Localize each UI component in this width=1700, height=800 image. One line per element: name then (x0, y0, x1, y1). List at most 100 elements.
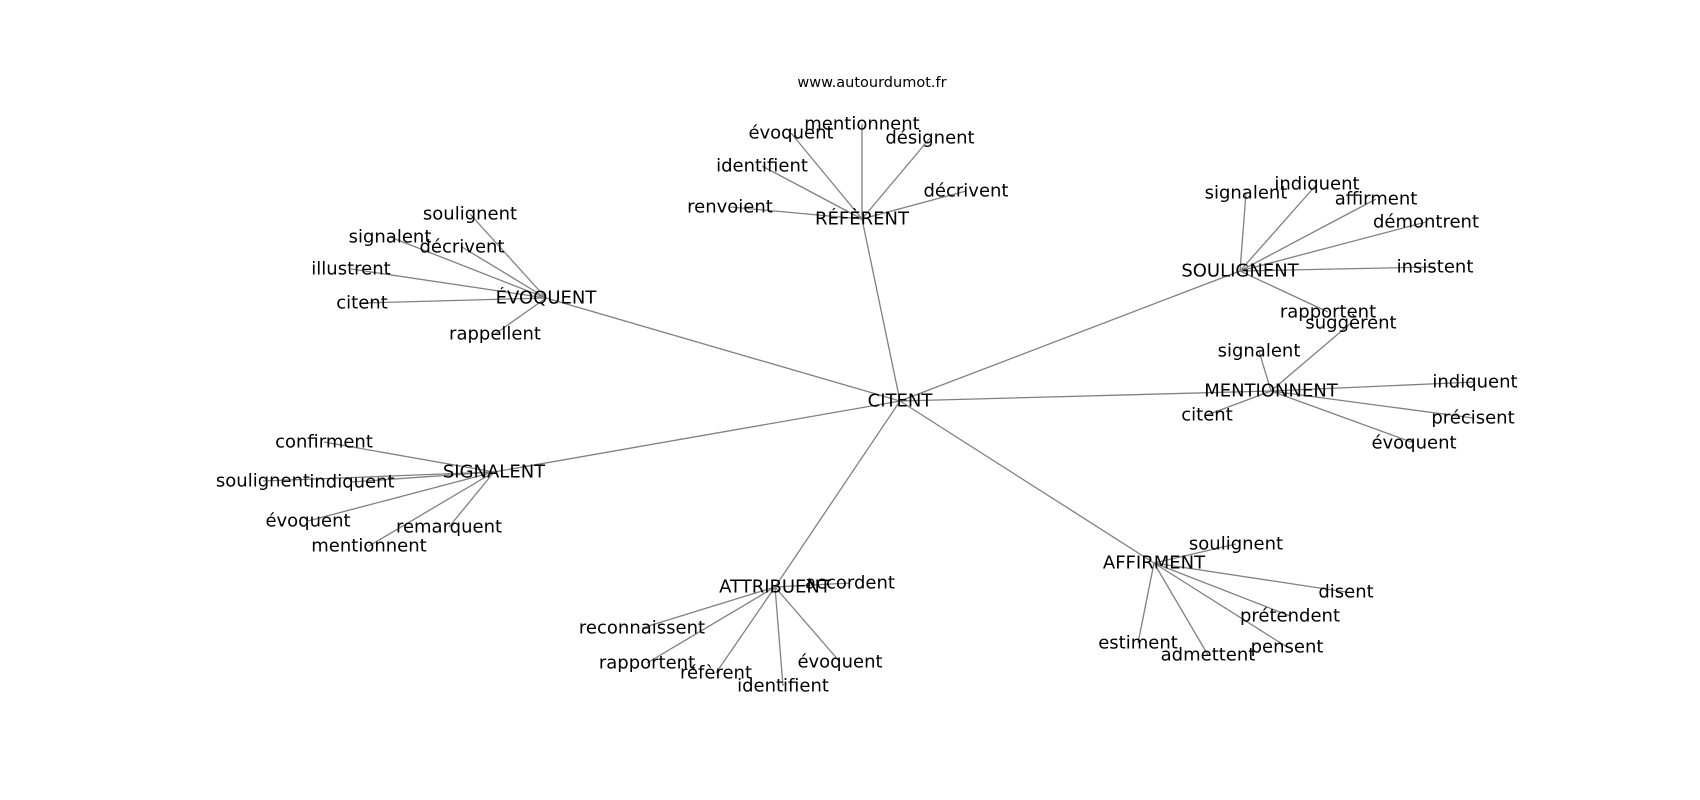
node-leaf: citent (1181, 405, 1233, 426)
edge-hub-leaf (1270, 390, 1415, 444)
edge-root-hub (545, 297, 901, 402)
node-leaf: soulignent (1189, 534, 1283, 555)
node-leaf: admettent (1161, 645, 1256, 666)
edge-hub-leaf (262, 471, 495, 482)
node-leaf: indiquent (1432, 372, 1517, 393)
edge-hub-leaf (469, 213, 547, 299)
edge-root-hub (861, 218, 901, 402)
node-hub: MENTIONNENT (1204, 381, 1339, 402)
edge-hub-leaf (646, 586, 776, 664)
edge-hub-leaf (761, 165, 863, 220)
node-leaf: soulignent (423, 204, 517, 225)
node-leaf: évoquent (748, 123, 833, 144)
node-leaf: soulignent (216, 471, 310, 492)
edge-hub-leaf (1270, 390, 1474, 419)
edge-hub-leaf (1239, 221, 1427, 272)
node-leaf: signalent (1205, 183, 1288, 204)
edge-hub-leaf (1137, 562, 1155, 644)
edge-hub-leaf (368, 471, 495, 547)
node-hub: RÉFÈRENT (815, 208, 910, 230)
edge-hub-leaf (774, 582, 851, 588)
node-leaf: mentionnent (804, 114, 919, 135)
node-root: CITENT (868, 391, 934, 412)
edge-hub-leaf (448, 471, 495, 528)
node-leaf: rapportent (599, 653, 695, 674)
node-hub: SIGNALENT (443, 462, 546, 483)
edge-hub-leaf (774, 586, 841, 663)
node-leaf: évoquent (797, 652, 882, 673)
node-leaf: renvoient (687, 197, 773, 218)
edge-root-hub (899, 400, 1155, 564)
node-leaf: évoquent (1371, 433, 1456, 454)
node-leaf: pensent (1251, 637, 1324, 658)
edge-hub-leaf (389, 236, 547, 299)
edge-hub-leaf (715, 586, 776, 674)
graph-labels: www.autourdumot.fr CITENT RÉFÈRENT évoquen… (216, 75, 1518, 697)
edge-hub-leaf (1239, 192, 1247, 272)
edge-hub-leaf (1258, 350, 1272, 392)
node-leaf: insistent (1397, 257, 1474, 278)
edge-hub-leaf (1239, 198, 1377, 272)
node-leaf: signalent (1218, 341, 1301, 362)
edge-hub-leaf (461, 246, 547, 299)
node-leaf: réfèrent (680, 663, 752, 684)
edge-hub-leaf (1153, 562, 1288, 648)
node-leaf: disent (1318, 582, 1373, 603)
edge-root-hub (899, 390, 1272, 402)
node-leaf: illustrent (311, 259, 390, 280)
edge-hub-leaf (351, 471, 495, 483)
edge-hub-leaf (350, 268, 547, 299)
node-leaf: prétendent (1240, 606, 1340, 627)
node-hub: AFFIRMENT (1103, 553, 1206, 574)
edge-hub-leaf (307, 471, 495, 522)
node-hub: ÉVOQUENT (496, 287, 598, 309)
edge-hub-leaf (1270, 322, 1352, 392)
node-hub: SOULIGNENT (1181, 261, 1299, 282)
node-leaf: mentionnent (311, 536, 426, 557)
node-hub: ATTRIBUENT (719, 577, 832, 598)
node-leaf: confirment (275, 432, 373, 453)
edge-hub-leaf (861, 190, 967, 220)
node-leaf: reconnaissent (579, 618, 705, 639)
edge-hub-leaf (1153, 562, 1209, 656)
node-leaf: estiment (1098, 633, 1178, 654)
edge-hub-leaf (1153, 562, 1291, 617)
edge-hub-leaf (790, 132, 863, 220)
edge-hub-leaf (861, 137, 931, 220)
edge-hub-leaf (729, 206, 863, 220)
graph-edges (262, 124, 1476, 687)
edge-hub-leaf (361, 297, 547, 304)
edge-hub-leaf (1153, 562, 1347, 593)
node-leaf: identifient (737, 676, 829, 697)
node-leaf: désignent (885, 128, 974, 149)
edge-hub-leaf (1153, 543, 1237, 564)
edge-root-hub (493, 400, 901, 473)
edge-hub-leaf (1206, 390, 1272, 416)
node-leaf: décrivent (420, 237, 505, 258)
node-leaf: suggèrent (1305, 313, 1396, 334)
node-leaf: affirment (1335, 189, 1418, 210)
edge-hub-leaf (641, 586, 776, 629)
node-leaf: indiquent (309, 472, 394, 493)
node-leaf: signalent (349, 227, 432, 248)
site-label: www.autourdumot.fr (797, 75, 946, 91)
edge-root-hub (899, 270, 1241, 402)
edge-hub-leaf (1239, 266, 1436, 272)
edge-hub-leaf (774, 586, 784, 687)
node-leaf: rappellent (449, 324, 541, 345)
node-leaf: identifient (716, 156, 808, 177)
node-leaf: précisent (1431, 408, 1514, 429)
node-leaf: indiquent (1274, 174, 1359, 195)
edge-hub-leaf (1239, 270, 1329, 313)
node-leaf: évoquent (265, 511, 350, 532)
edge-root-hub (774, 400, 901, 588)
node-leaf: remarquent (396, 517, 502, 538)
node-leaf: démontrent (1373, 212, 1479, 233)
edge-hub-leaf (1270, 381, 1476, 392)
edge-hub-leaf (323, 441, 495, 473)
edge-hub-leaf (1239, 183, 1318, 272)
node-leaf: citent (336, 293, 388, 314)
node-leaf: décrivent (924, 181, 1009, 202)
node-leaf: accordent (805, 573, 895, 594)
